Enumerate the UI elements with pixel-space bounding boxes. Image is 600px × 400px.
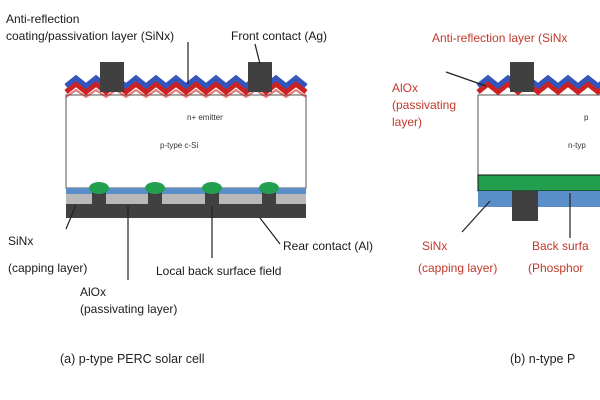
silicon-base — [65, 94, 307, 189]
lbsf-bump — [259, 182, 279, 194]
label-rear-contact: Rear contact (Al) — [283, 239, 373, 253]
label-arc-line1: Anti-reflection — [6, 12, 79, 26]
label-alox-line1: AlOx — [80, 285, 106, 299]
front-emitter-texture-b — [476, 80, 600, 96]
label-base: p-type c-Si — [160, 141, 198, 150]
lbsf-contacts — [89, 182, 279, 206]
label-front-contact: Front contact (Ag) — [231, 29, 327, 43]
label-alox-b-line3: layer) — [392, 115, 422, 129]
caption-b: (b) n-type P — [510, 352, 575, 366]
rear-alox-layer — [66, 188, 306, 194]
rear-sinx-capping-layer — [66, 194, 306, 204]
label-arc-line2: coating/passivation layer (SiNx) — [6, 29, 174, 43]
label-sinx-b-line1: SiNx — [422, 239, 447, 253]
label-lbsf: Local back surface field — [156, 264, 281, 278]
label-emitter-b: p — [584, 113, 589, 122]
label-alox-line2: (passivating layer) — [80, 302, 177, 316]
panel-b: Anti-reflection layer (SiNx AlOx (passiv… — [392, 31, 600, 366]
label-bsf-b-line1: Back surfa — [532, 239, 589, 253]
lbsf-bump — [89, 182, 109, 194]
label-base-b: n-typ — [568, 141, 586, 150]
caption-a: (a) p-type PERC solar cell — [60, 352, 205, 366]
front-contact-left — [100, 62, 124, 92]
front-sinx-texture-b — [476, 74, 600, 90]
label-bsf-b-line2: (Phosphor — [528, 261, 583, 275]
label-arl-b: Anti-reflection layer (SiNx — [432, 31, 567, 45]
bsf-phosphorus-layer — [477, 174, 600, 192]
rear-contact-al — [66, 204, 306, 218]
label-sinx-b-line2: (capping layer) — [418, 261, 497, 275]
label-alox-b-line2: (passivating — [392, 98, 456, 112]
panel-a-leaders — [65, 42, 281, 280]
lbsf-bump — [202, 182, 222, 194]
panel-b-leaders — [445, 71, 571, 238]
front-emitter-edge — [65, 88, 307, 99]
lbsf-bump — [145, 182, 165, 194]
label-emitter: n+ emitter — [187, 113, 223, 122]
label-sinx-line1: SiNx — [8, 234, 33, 248]
front-contact-right — [248, 62, 272, 92]
silicon-base-b — [477, 94, 600, 176]
rear-sinx-b — [478, 191, 600, 207]
front-contact-b — [510, 62, 534, 92]
panel-a: Anti-reflection coating/passivation laye… — [6, 12, 373, 366]
label-sinx-line2: (capping layer) — [8, 261, 87, 275]
rear-contact-b — [512, 191, 538, 221]
label-alox-b-line1: AlOx — [392, 81, 418, 95]
